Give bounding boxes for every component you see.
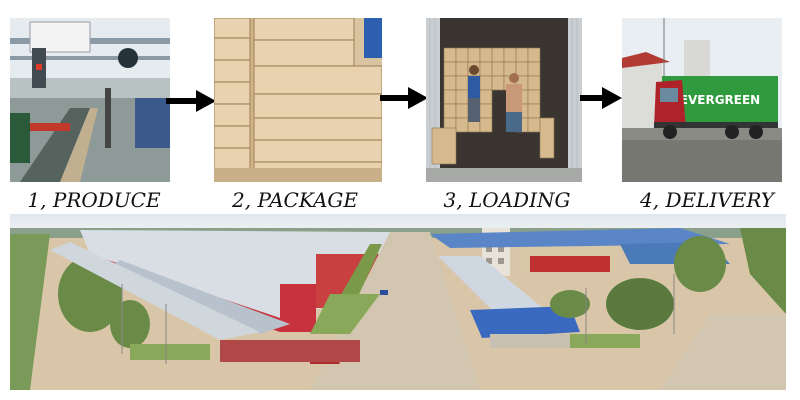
loading-photo	[426, 18, 582, 182]
step-label-loading: 3, LOADING	[443, 188, 571, 212]
truck-brand-text: EVERGREEN	[680, 93, 760, 107]
delivery-photo: EVERGREEN	[622, 18, 782, 182]
factory-panorama-photo	[10, 214, 786, 390]
step-label-package: 2, PACKAGE	[232, 188, 358, 212]
produce-photo	[10, 18, 170, 182]
arrow-right-icon	[166, 89, 216, 113]
package-photo	[214, 18, 382, 182]
arrow-right-icon	[580, 86, 622, 110]
step-label-produce: 1, PRODUCE	[27, 188, 161, 212]
step-label-delivery: 4, DELIVERY	[640, 188, 774, 212]
arrow-right-icon	[380, 86, 428, 110]
